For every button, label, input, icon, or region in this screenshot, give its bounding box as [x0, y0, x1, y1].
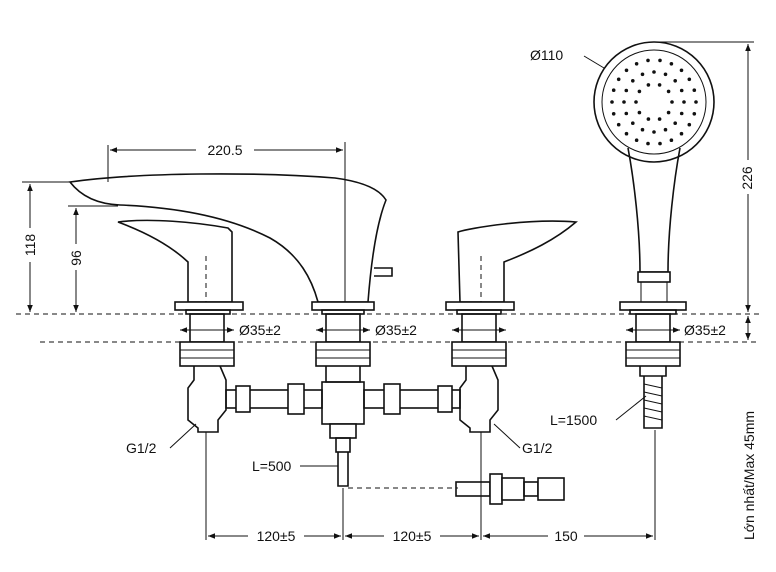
nozzle-dot: [652, 130, 656, 134]
nozzle-dot: [634, 62, 639, 66]
nozzle-dot: [646, 141, 650, 146]
nozzle-dot: [640, 127, 645, 132]
nozzle-dot: [673, 121, 677, 125]
nozzle-dot: [622, 100, 626, 104]
dim-holes: Ø35±2 Ø35±2 Ø35±2: [180, 322, 726, 338]
nozzle-dot: [611, 88, 616, 92]
nozzle-dot: [616, 77, 621, 82]
nozzle-dot: [646, 117, 651, 121]
nozzle-dot: [658, 141, 662, 146]
nozzle-dot: [624, 88, 629, 93]
nozzle-dot: [646, 58, 650, 63]
nozzle-dot: [631, 121, 635, 125]
hand-shower: [593, 41, 715, 315]
hose-fitting: [348, 473, 565, 505]
nozzle-dot: [624, 68, 629, 73]
nozzle-dot: [634, 138, 639, 142]
nozzle-dot: [666, 110, 671, 115]
shower-nozzles: [610, 58, 698, 146]
label-hole-2: Ø35±2: [375, 322, 417, 338]
dim-hoses: L=500 L=1500: [252, 395, 647, 474]
nozzle-dot: [611, 112, 616, 116]
dim-220-5: 220.5: [107, 141, 346, 182]
shank-center: [315, 313, 371, 487]
label-spacing-2: 120±5: [393, 528, 432, 544]
nozzle-dot: [637, 110, 642, 115]
label-max-deck: Lớn nhất/Max 45mm: [741, 411, 757, 540]
nozzle-dot: [679, 68, 684, 73]
nozzle-dot: [694, 100, 698, 104]
label-g12-right: G1/2: [522, 440, 553, 456]
dim-96: 96: [66, 205, 118, 312]
left-handle: [117, 219, 244, 315]
spout: [68, 150, 393, 315]
label-220-5: 220.5: [207, 142, 242, 158]
shank-shower: [625, 313, 681, 429]
dim-118: 118: [20, 181, 70, 312]
nozzle-dot: [657, 83, 662, 87]
nozzle-dot: [692, 112, 697, 116]
label-118: 118: [22, 234, 38, 257]
nozzle-dot: [670, 100, 674, 104]
nozzle-dot: [637, 89, 642, 94]
dim-threads: G1/2 G1/2: [126, 423, 553, 456]
label-spacing-1: 120±5: [257, 528, 296, 544]
nozzle-dot: [679, 131, 684, 136]
nozzle-dot: [624, 111, 629, 116]
label-spacing-3: 150: [554, 528, 578, 544]
dim-spacing: 120±5 120±5 150: [205, 430, 656, 545]
label-110: Ø110: [530, 47, 563, 63]
dim-max-deck: Lớn nhất/Max 45mm: [741, 316, 757, 540]
nozzle-dot: [658, 58, 662, 63]
nozzle-dot: [624, 131, 629, 136]
nozzle-dot: [666, 89, 671, 94]
nozzle-dot: [682, 100, 686, 104]
nozzle-dot: [616, 122, 621, 127]
nozzle-dot: [679, 88, 684, 93]
nozzle-dot: [673, 79, 677, 83]
nozzle-dot: [640, 72, 645, 77]
nozzle-dot: [657, 117, 662, 121]
label-hole-1: Ø35±2: [239, 322, 281, 338]
nozzle-dot: [692, 88, 697, 92]
nozzle-dot: [610, 100, 614, 104]
label-l1500: L=1500: [550, 412, 597, 428]
nozzle-dot: [663, 72, 668, 77]
nozzle-dot: [687, 122, 692, 127]
label-96: 96: [68, 250, 84, 266]
label-hole-4: Ø35±2: [684, 322, 726, 338]
label-226: 226: [739, 166, 755, 190]
connector-pipes: [225, 383, 461, 415]
nozzle-dot: [631, 79, 635, 83]
dim-110: Ø110: [530, 47, 605, 69]
label-l500: L=500: [252, 458, 292, 474]
nozzle-dot: [646, 83, 651, 87]
nozzle-dot: [669, 138, 674, 142]
right-handle: [445, 220, 578, 315]
nozzle-dot: [663, 127, 668, 132]
nozzle-dot: [679, 111, 684, 116]
nozzle-dot: [687, 77, 692, 82]
shank-left: [179, 313, 235, 433]
label-g12-left: G1/2: [126, 440, 157, 456]
nozzle-dot: [634, 100, 638, 104]
shank-right: [451, 313, 507, 433]
dim-226: 226: [654, 41, 758, 312]
nozzle-dot: [669, 62, 674, 66]
nozzle-dot: [652, 70, 656, 74]
